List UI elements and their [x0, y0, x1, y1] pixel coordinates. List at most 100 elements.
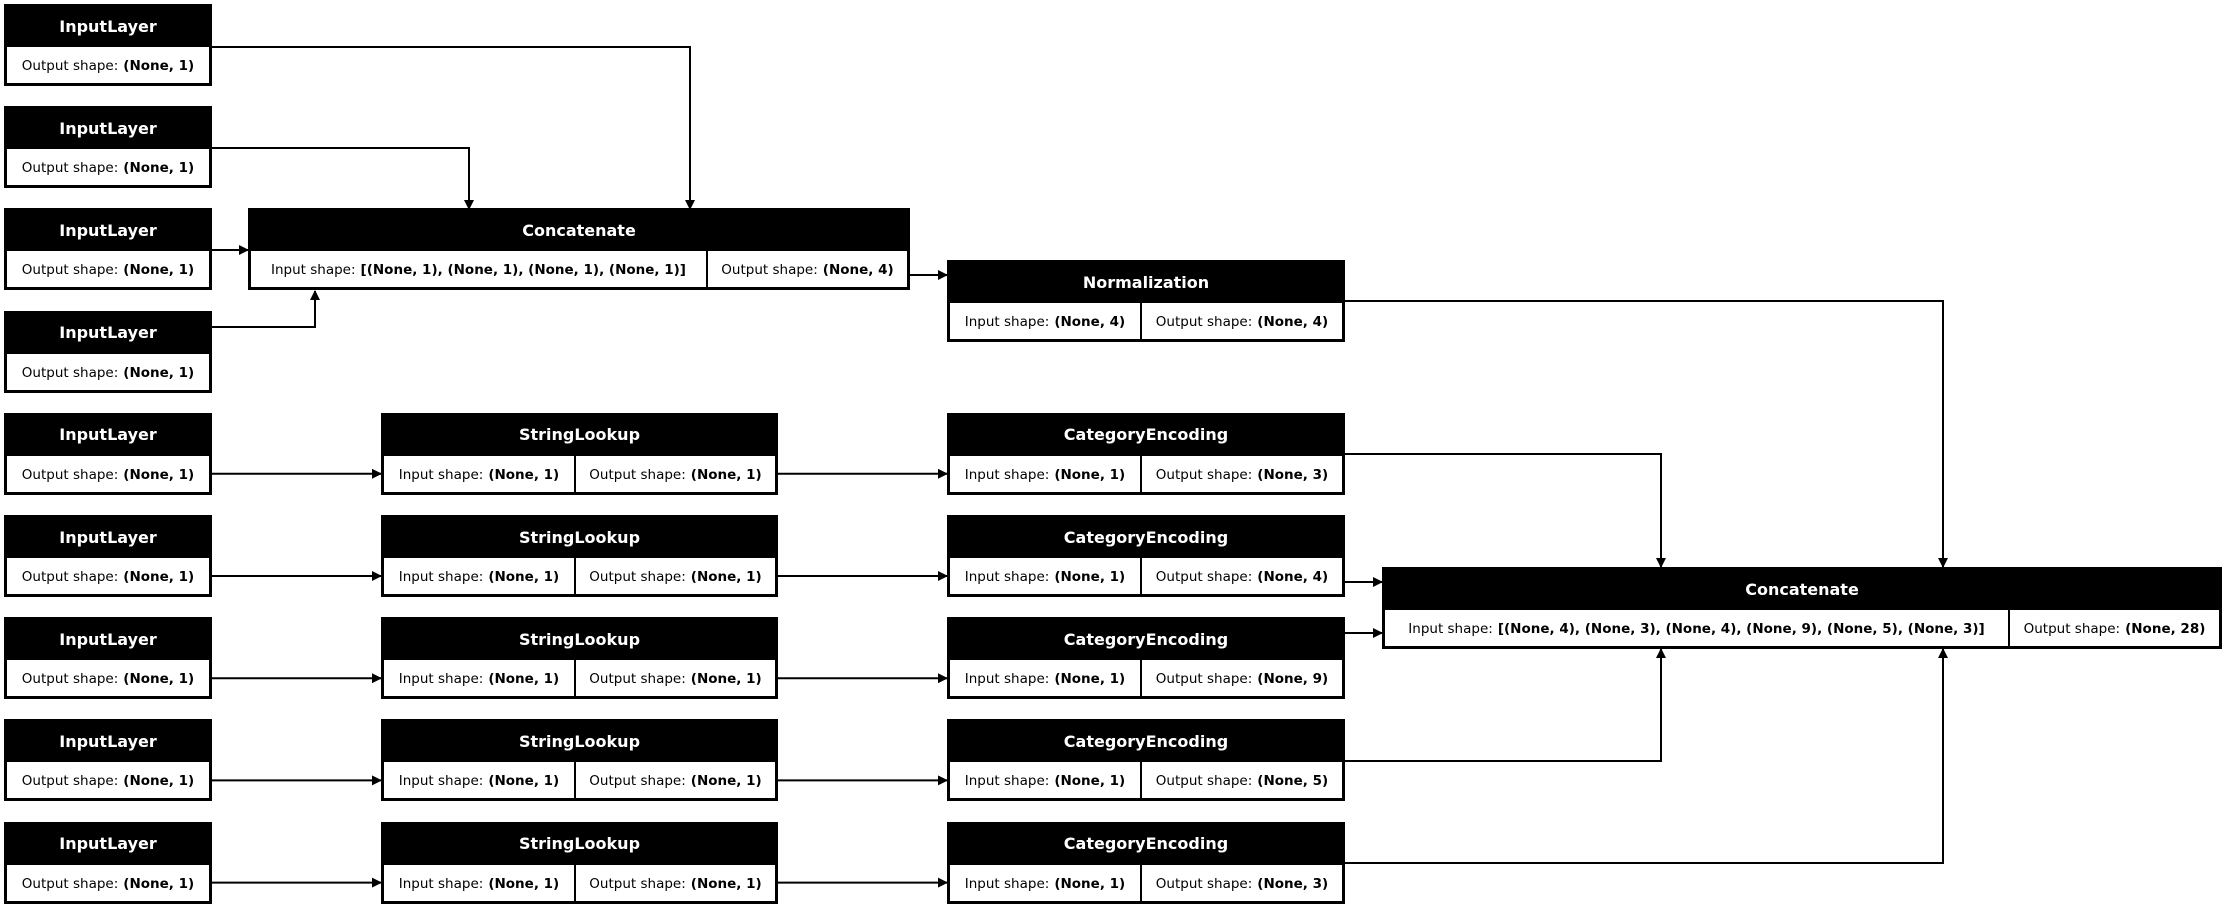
- input-shape-label: Input shape:: [964, 773, 1050, 790]
- output-shape-label: Output shape:: [21, 671, 119, 688]
- input-shape-label: Input shape:: [964, 875, 1050, 892]
- layer-shapes: Input shape:(None, 4)Output shape:(None,…: [950, 301, 1342, 341]
- output-shape-label: Output shape:: [589, 875, 686, 892]
- input-shape-cell: Input shape:(None, 4): [950, 303, 1140, 341]
- layer-title: CategoryEncoding: [950, 722, 1342, 761]
- output-shape-label: Output shape:: [589, 466, 686, 483]
- output-shape-label: Output shape:: [1155, 773, 1253, 790]
- output-shape-cell: Output shape:(None, 9): [1140, 660, 1342, 699]
- input-shape-label: Input shape:: [964, 314, 1050, 330]
- output-shape-cell: Output shape:(None, 4): [1140, 303, 1342, 341]
- input-shape-value: (None, 1): [488, 466, 560, 483]
- input-shape-value: (None, 1): [1054, 671, 1126, 688]
- layer-shapes: Input shape:(None, 1)Output shape:(None,…: [384, 556, 775, 596]
- layer-title: StringLookup: [384, 415, 775, 454]
- layer-title: InputLayer: [7, 415, 209, 454]
- output-shape-cell: Output shape:(None, 3): [1140, 455, 1342, 494]
- output-shape-label: Output shape:: [21, 364, 119, 381]
- output-shape-label: Output shape:: [589, 569, 686, 585]
- output-shape-cell: Output shape:(None, 1): [7, 660, 209, 698]
- input-shape-label: Input shape:: [1408, 621, 1493, 637]
- input-shape-label: Input shape:: [964, 569, 1050, 585]
- output-shape-value: (None, 1): [690, 569, 762, 585]
- output-shape-cell: Output shape:(None, 1): [574, 864, 775, 903]
- output-shape-cell: Output shape:(None, 3): [1140, 864, 1342, 903]
- output-shape-cell: Output shape:(None, 4): [1140, 558, 1342, 596]
- input-shape-cell: Input shape:[(None, 4), (None, 3), (None…: [1385, 610, 2008, 648]
- layer-title: InputLayer: [7, 824, 209, 863]
- output-shape-label: Output shape:: [21, 466, 119, 483]
- layer-title: StringLookup: [384, 620, 775, 659]
- layer-shapes: Input shape:(None, 1) Output shape: (None,…: [384, 760, 775, 801]
- output-shape-cell: Output shape:(None, 1): [7, 354, 209, 392]
- output-shape-cell: Output shape:(None, 1): [7, 762, 209, 800]
- input-shape-cell: Input shape:(None, 1): [384, 762, 574, 800]
- edge-in1-to-concat1: [212, 147, 474, 210]
- output-shape-cell: Output shape:(None, 1): [574, 558, 775, 596]
- edge-ce3-to-concat2: [1345, 648, 1666, 762]
- input-shape-cell: Input shape:(None, 1): [950, 660, 1140, 698]
- edge-in3-to-concat1: [212, 290, 320, 328]
- output-shape-label: Output shape:: [1155, 466, 1253, 483]
- layer-shapes: Output shape:(None, 1): [7, 760, 209, 800]
- layer-shapes: Output shape:(None, 1): [7, 453, 209, 494]
- layer-shapes: Input shape:(None, 1)Output shape:(None,…: [384, 862, 775, 903]
- output-shape-value: (None, 4): [1257, 569, 1329, 585]
- output-shape-value: (None, 4): [1257, 314, 1329, 330]
- layer-title: StringLookup: [384, 518, 775, 556]
- layer-shapes: Output shape:(None, 1): [7, 556, 209, 596]
- output-shape-value: (None, 1): [123, 160, 195, 177]
- input-shape-cell: Input shape:(None, 1): [950, 558, 1140, 596]
- output-shape-cell: Output shape:(None, 1): [7, 149, 209, 187]
- input-shape-value: (None, 4): [1054, 314, 1126, 330]
- layer-shapes: Output shape:(None, 1): [7, 147, 209, 187]
- output-shape-value: (None, 1): [690, 671, 762, 688]
- layer-title: InputLayer: [7, 7, 209, 45]
- layer-shapes: Input shape:(None, 1)Output shape:(None,…: [950, 453, 1342, 494]
- input-shape-cell: Input shape:(None, 1): [950, 762, 1140, 800]
- output-shape-value: (None, 1): [690, 875, 762, 892]
- output-shape-value: (None, 3): [1257, 466, 1329, 483]
- output-shape-label: Output shape:: [589, 671, 686, 688]
- layer-title: InputLayer: [7, 313, 209, 352]
- output-shape-value: (None, 1): [123, 58, 195, 74]
- output-shape-cell: Output shape:(None, 1): [574, 660, 775, 699]
- input-shape-value: [(None, 1), (None, 1), (None, 1), (None,…: [360, 262, 686, 279]
- layer-shapes: Output shape:(None, 1): [7, 658, 209, 698]
- output-shape-cell: Output shape:(None, 4): [706, 251, 907, 290]
- output-shape-label: Output shape:: [1155, 314, 1253, 330]
- input-shape-value: (None, 1): [488, 569, 560, 585]
- layer-shapes: Input shape:(None, 1)Output shape:(None,…: [950, 658, 1342, 699]
- edge-norm-to-concat2: [1345, 300, 1948, 568]
- output-shape-label: Output shape:: [21, 58, 119, 74]
- layer-title: Concatenate: [251, 211, 907, 250]
- edge-ce4-to-concat2: [1345, 648, 1948, 864]
- output-shape-label: Output shape:: [21, 773, 119, 790]
- layer-shapes: Input shape:(None, 1)Output shape:(None,…: [384, 453, 775, 494]
- layer-title: InputLayer: [7, 109, 209, 148]
- layer-title: InputLayer: [7, 211, 209, 250]
- output-shape-cell: Output shape:(None, 28): [2008, 610, 2219, 648]
- output-shape-label: Output shape:: [589, 773, 686, 790]
- input-shape-value: (None, 1): [1054, 875, 1126, 892]
- layer-title: InputLayer: [7, 518, 209, 556]
- layer-shapes: Input shape:(None, 1)Output shape:(None,…: [950, 556, 1342, 596]
- input-shape-cell: Input shape:(None, 1): [950, 456, 1140, 494]
- output-shape-value: (None, 3): [1257, 875, 1329, 892]
- output-shape-label: Output shape:: [21, 262, 119, 279]
- input-shape-value: (None, 1): [488, 773, 560, 790]
- input-shape-value: (None, 1): [1054, 773, 1126, 790]
- output-shape-value: (None, 1): [123, 364, 195, 381]
- layer-shapes: Input shape:[(None, 4), (None, 3), (None…: [1385, 608, 2219, 648]
